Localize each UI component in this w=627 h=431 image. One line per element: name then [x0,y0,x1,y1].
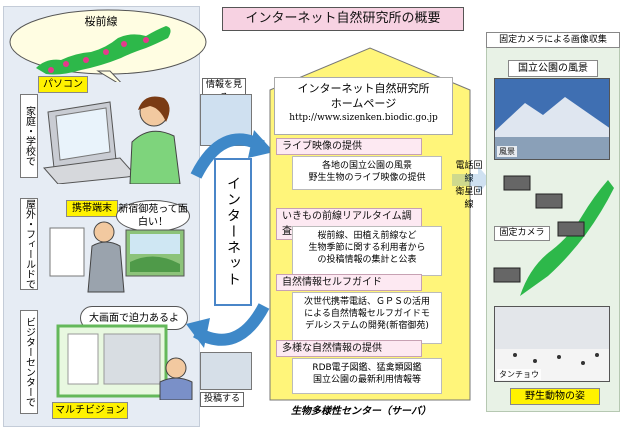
homepage-title-2: ホームページ [330,97,397,110]
japan-map-icon [36,26,171,75]
section-body-line: による自然情報セルフガイドモ [304,309,430,319]
section-head: 多様な自然情報の提供 [276,340,422,357]
crane-caption: タンチョウ [497,369,541,380]
section-body-line: デルシステムの開発(新宿御苑) [305,321,429,331]
visitor-center-label: ビジターセンターで [20,310,38,414]
sakura-front-bubble [9,9,207,82]
homepage-url[interactable]: http://www.sizenken.biodic.go.jp [289,113,438,123]
section-body-line: 各地の国立公園の風景 [321,161,412,171]
phone-line: 電話回線 [455,161,483,184]
pc-label: パソコン [38,76,88,93]
mobile-terminal-label: 携帯端末 [66,200,118,217]
snow-caption: 風景 [497,146,517,157]
section-body-line: 次世代携帯電話、ＧＰＳの活用 [303,297,430,307]
camera-header: 固定カメラによる画像収集 [486,32,620,48]
line-label: 電話回線 衛星回線 [453,160,485,212]
multivision-illustration [56,324,193,400]
section-body-line: 野生生物のライブ映像の提供 [308,173,426,183]
post-label: 投稿する [200,392,244,407]
wildlife-label: 野生動物の姿 [510,388,600,405]
national-park-label: 国立公園の風景 [508,60,598,77]
section-body: 次世代携帯電話、ＧＰＳの活用による自然情報セルフガイドモデルシステムの開発(新宿… [292,292,442,344]
page-title: インターネット自然研究所の概要 [222,7,464,31]
homepage-box: インターネット自然研究所 ホームページ http://www.sizenken.… [274,77,453,135]
section-body: RDB電子図鑑、猛禽類図鑑国立公園の最新利用情報等 [292,358,442,394]
shinjuku-bubble: 新宿御苑って面白い！ [116,200,190,232]
section-body: 各地の国立公園の風景野生生物のライブ映像の提供 [292,156,442,190]
internet-box: インターネット [214,158,252,306]
section-body-line: 国立公園の最新利用情報等 [312,375,421,385]
post-screenshot [200,352,252,390]
section-body-line: 桜前線、田植え前線など [317,231,417,241]
section-head: 自然情報セルフガイド [276,274,422,291]
field-label: 屋外・フィールドで [20,198,38,290]
section-body-line: RDB電子図鑑、猛禽類図鑑 [312,363,422,373]
section-body-line: の投稿情報の集計と公表 [317,255,417,265]
biodiversity-center-label: 生物多様性センター（サーバ） [291,406,431,417]
line-arrow [452,166,490,194]
section-body-line: 生物季節に関する利用者から [308,243,426,253]
exchange-arrows [186,130,274,348]
camera-map-illustration [493,175,614,296]
section-body: 桜前線、田植え前線など生物季節に関する利用者からの投稿情報の集計と公表 [292,226,442,276]
fixed-camera-label: 固定カメラ [494,226,550,241]
satellite-line: 衛星回線 [455,187,483,210]
home-school-label: 家庭・学校で [20,94,38,178]
mobile-user-illustration [49,221,185,293]
section-head: ライブ映像の提供 [276,138,422,155]
snow-mountain-photo [494,78,610,160]
multivision-label: マルチビジョン [52,402,128,419]
homepage-title-1: インターネット自然研究所 [297,82,430,95]
sakura-label: 桜前線 [84,15,118,28]
pc-user-illustration [43,96,181,184]
